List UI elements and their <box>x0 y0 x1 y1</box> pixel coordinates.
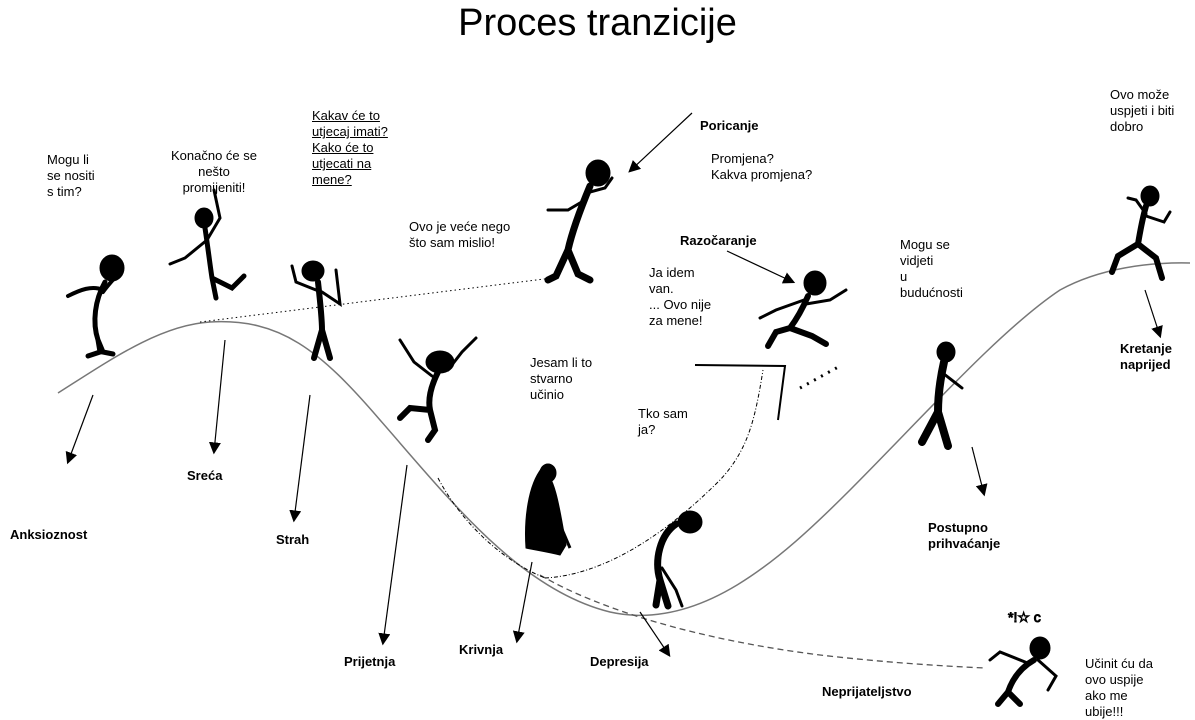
figure-walking <box>918 341 964 450</box>
jump-dots <box>799 364 841 390</box>
stage-neprijateljstvo: Neprijateljstvo <box>822 684 912 699</box>
arrow-postupno <box>971 446 988 497</box>
jump-ledge <box>694 364 787 421</box>
hostility-dashed-line <box>539 574 986 669</box>
quote-vece-nego: Ovo je veće nego što sam mislio! <box>409 219 511 250</box>
figure-depressed <box>652 510 703 610</box>
denial-dotted-line <box>199 276 561 323</box>
quote-ucinit-cu: Učinit ću da ovo uspije ako me ubije!!! <box>1085 656 1153 719</box>
transition-curve <box>57 262 1191 617</box>
figure-denial <box>544 159 614 284</box>
stage-depresija: Depresija <box>590 654 649 669</box>
figure-happy <box>168 188 247 301</box>
arrow-poricanje <box>628 112 693 173</box>
quote-jesam-li: Jesam li to stvarno učinio <box>530 355 593 402</box>
arrow-razocaranje <box>726 250 796 284</box>
quote-ovo-moze: Ovo može uspjeti i biti dobro <box>1110 87 1175 134</box>
figure-hostile: *!☆ c <box>988 609 1058 707</box>
arrow-prijetnja <box>378 464 408 646</box>
stage-strah: Strah <box>276 532 310 547</box>
stage-prijetnja: Prijetnja <box>344 654 396 669</box>
stage-krivnja: Krivnja <box>459 642 504 657</box>
figure-anxious <box>66 254 125 359</box>
figure-running <box>1109 185 1172 281</box>
arrow-kretanje <box>1144 289 1163 339</box>
quote-kakav-utjecaj: Kakav će to utjecaj imati? Kako će to ut… <box>312 108 388 187</box>
figure-disillusioned <box>758 270 848 349</box>
quote-tko-sam: Tko sam ja? <box>638 406 688 437</box>
figure-threatened <box>397 336 478 443</box>
arrow-anksioznost <box>65 394 94 465</box>
stage-poricanje: Poricanje <box>700 118 759 133</box>
arrow-strah <box>289 394 311 523</box>
stage-razocaranje: Razočaranje <box>680 233 757 248</box>
guilt-dashdot-line <box>437 477 546 579</box>
stage-anksioznost: Anksioznost <box>10 527 88 542</box>
quote-mogu-li: Mogu li se nositi s tim? <box>47 152 95 199</box>
arrow-krivnja <box>512 561 533 644</box>
figure-fearful <box>290 260 342 361</box>
svg-text:*!☆ c: *!☆ c <box>1008 609 1041 625</box>
arrow-sreca <box>208 339 226 455</box>
quote-konacno: Konačno će se nešto promijeniti! <box>170 148 257 195</box>
stage-postupno-prihvacanje: Postupno prihvaćanje <box>928 520 1001 551</box>
quote-idem-van: Ja idem van. ... Ovo nije za mene! <box>649 265 712 328</box>
quote-promjena: Promjena? Kakva promjena? <box>711 151 813 182</box>
arrow-depresija <box>639 611 671 657</box>
figure-guilt <box>525 463 572 556</box>
diagram-title: Proces tranzicije <box>458 2 737 44</box>
stage-kretanje-naprijed: Kretanje naprijed <box>1120 341 1173 372</box>
disillusionment-dashdot-line <box>544 369 764 579</box>
stage-sreca: Sreća <box>187 468 223 483</box>
quote-mogu-se-vidjeti: Mogu se vidjeti u budućnosti <box>900 237 963 300</box>
